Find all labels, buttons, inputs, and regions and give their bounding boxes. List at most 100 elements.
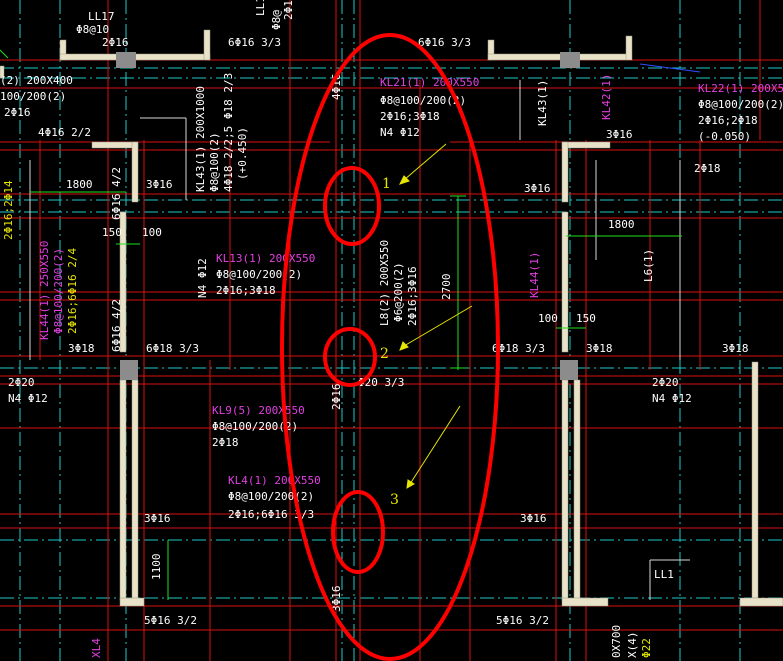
label-bar-n4-r: N4 Φ12 xyxy=(652,392,692,405)
label-dim-150-r: 150 xyxy=(576,312,596,325)
label-ll18-rebar2: 2Φ16 xyxy=(282,0,295,20)
label-left-beam-b: 100/200(2) xyxy=(0,90,66,103)
label-kl43-v1: KL43(1) 200X1000 xyxy=(194,86,207,192)
label-kl42-right: KL42(1) xyxy=(600,74,613,120)
label-kl43-right: KL43(1) xyxy=(536,80,549,126)
label-bar-2-20-r: 2Φ20 xyxy=(652,376,679,389)
highlight-large-ellipse xyxy=(280,33,500,661)
leader-arrows xyxy=(399,143,473,489)
label-kl43-v2: Φ8@100(2) xyxy=(208,132,221,192)
label-dim-100-r: 100 xyxy=(538,312,558,325)
label-kl4-bars: 2Φ16;6Φ16 3/3 xyxy=(228,508,314,521)
label-kl44-left-v1: KL44(1) 250X550 xyxy=(38,241,51,340)
label-axis-mid-v2: 3Φ16 xyxy=(330,586,343,613)
highlight-circle-2 xyxy=(323,327,377,387)
label-bar-5-16-r: 5Φ16 3/2 xyxy=(496,614,549,627)
label-bar-2-20-l: 2Φ20 xyxy=(8,376,35,389)
label-dim-1800-left: 1800 xyxy=(66,178,93,191)
label-l8-v3: 2Φ16;3Φ16 xyxy=(406,266,419,326)
column xyxy=(116,52,136,68)
label-bar-3-16-b: 3Φ16 xyxy=(524,182,551,195)
highlight-annotations xyxy=(280,33,500,661)
label-bar-3-18-l: 3Φ18 xyxy=(68,342,95,355)
label-kl44-right: KL44(1) xyxy=(528,252,541,298)
label-kl21-rebar: Φ8@100/200(2) xyxy=(380,94,466,107)
label-bot-right-c: X(4) xyxy=(626,632,639,659)
marker-2: 2 xyxy=(380,346,389,362)
label-kl13-n: N4 Φ12 xyxy=(196,258,209,298)
label-kl43-v3: 4Φ18 2/2;5 Φ18 2/3 xyxy=(222,73,235,192)
label-dim-150: 150 xyxy=(102,226,122,239)
label-kl22-name: KL22(1) 200X55 xyxy=(698,82,783,95)
marker-1: 1 xyxy=(382,176,391,192)
label-bar-6-16-v2: 6Φ16 4/2 xyxy=(110,299,123,352)
column xyxy=(120,360,138,380)
label-kl21-n: N4 Φ12 xyxy=(380,126,420,139)
label-bar-20-mid: Φ20 3/3 xyxy=(358,376,404,389)
label-xl4: XL4 xyxy=(90,638,103,658)
label-l8-v1: L8(2) 200X550 xyxy=(378,240,391,326)
label-dim-1100: 1100 xyxy=(150,554,163,581)
label-ll17: LL17 xyxy=(88,10,115,23)
label-top-bar-left: 6Φ16 3/3 xyxy=(228,36,281,49)
label-bar-3-16-d: 3Φ16 xyxy=(520,512,547,525)
label-bar-5-16-l: 5Φ16 3/2 xyxy=(144,614,197,627)
label-kl44-left-v3: 2Φ16;6Φ16 2/4 xyxy=(66,248,79,334)
label-kl9-rebar: Φ8@100/200(2) xyxy=(212,420,298,433)
highlight-circle-1 xyxy=(323,166,381,246)
label-kl9-bars: 2Φ18 xyxy=(212,436,239,449)
blue-leader xyxy=(639,63,701,73)
label-kl22-rebar: Φ8@100/200(2) xyxy=(698,98,783,111)
label-bot-right-b: Φ22 xyxy=(640,638,653,658)
label-axis-mid-v: 2Φ16 xyxy=(330,384,343,411)
label-kl22-elev: (-0.050) xyxy=(698,130,751,143)
label-ll18-rebar: Φ8@ xyxy=(270,10,283,30)
label-ll17-rebar2: 2Φ16 xyxy=(102,36,129,49)
label-bot-right-a: 0X700 xyxy=(610,625,623,658)
highlight-circle-3 xyxy=(331,490,385,574)
label-kl43-v4: (+0.450) xyxy=(236,127,249,180)
label-bar-2-16-v: 2Φ16;2Φ14 xyxy=(2,180,15,240)
label-ll17-rebar: Φ8@10 xyxy=(76,23,109,36)
label-kl42-bar: 3Φ16 xyxy=(606,128,633,141)
label-left-bar-4: 4Φ16 2/2 xyxy=(38,126,91,139)
label-left-beam-a: (2) 200X400 xyxy=(0,74,73,87)
label-bar-6-16-v: 6Φ16 4/2 xyxy=(110,167,123,220)
dimensions xyxy=(0,49,682,600)
label-kl21-name: KL21(1) 200X550 xyxy=(380,76,479,89)
label-kl13-bars: 2Φ16;3Φ18 xyxy=(216,284,276,297)
label-bar-2-18: 2Φ18 xyxy=(694,162,721,175)
label-kl13-name: KL13(1) 200X550 xyxy=(216,252,315,265)
label-top-bar-right: 6Φ16 3/3 xyxy=(418,36,471,49)
label-kl22-bars: 2Φ16;2Φ18 xyxy=(698,114,758,127)
label-left-beam-c: 2Φ16 xyxy=(4,106,31,119)
label-bar-6-18-r: 6Φ18 3/3 xyxy=(492,342,545,355)
label-kl4-name: KL4(1) 200X550 xyxy=(228,474,321,487)
label-l8-v2: Φ6@200(2) xyxy=(392,262,405,322)
marker-3: 3 xyxy=(390,492,399,508)
thin-outlines xyxy=(29,80,690,600)
label-ll1: LL1 xyxy=(654,568,674,581)
label-bar-3-16-c: 3Φ16 xyxy=(144,512,171,525)
label-kl13-rebar: Φ8@100/200(2) xyxy=(216,268,302,281)
label-dim-100: 100 xyxy=(142,226,162,239)
label-kl44-left-v2: Φ8@100/200(2) xyxy=(52,248,65,334)
label-bar-6-18-l: 6Φ18 3/3 xyxy=(146,342,199,355)
label-dim-1800-right: 1800 xyxy=(608,218,635,231)
label-l6: L6(1) xyxy=(642,249,655,282)
label-kl4-rebar: Φ8@100/200(2) xyxy=(228,490,314,503)
columns xyxy=(116,52,580,380)
column xyxy=(560,360,578,380)
column xyxy=(560,52,580,68)
label-bar-3-16-a: 3Φ16 xyxy=(146,178,173,191)
label-ll18: LL18 xyxy=(254,0,267,16)
label-bar-3-18-r: 3Φ18 xyxy=(586,342,613,355)
label-kl9-name: KL9(5) 200X550 xyxy=(212,404,305,417)
label-bar-n4-l: N4 Φ12 xyxy=(8,392,48,405)
label-bar-3-18-rr: 3Φ18 xyxy=(722,342,749,355)
label-kl21-bars: 2Φ16;3Φ18 xyxy=(380,110,440,123)
label-dim-2700: 2700 xyxy=(440,274,453,301)
